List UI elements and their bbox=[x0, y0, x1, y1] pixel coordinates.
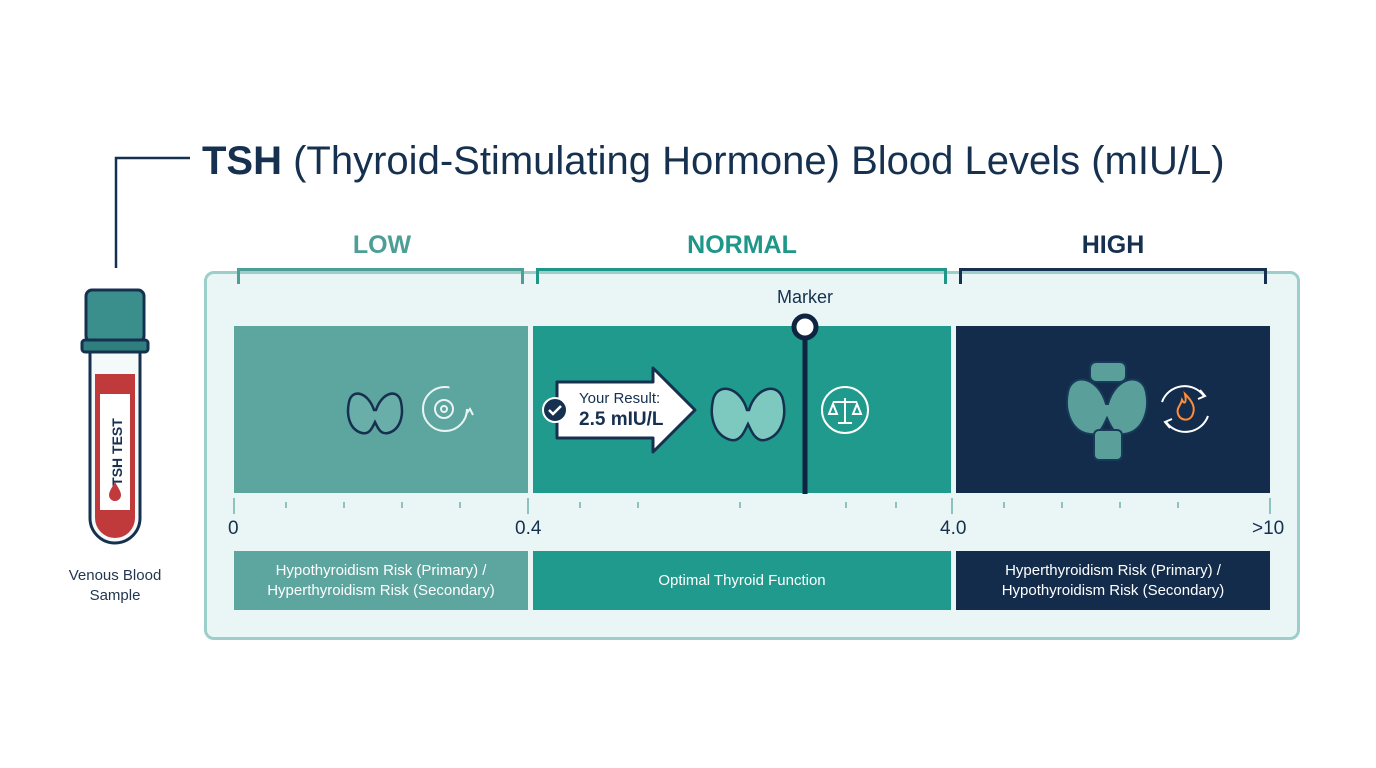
page-title: TSH (Thyroid-Stimulating Hormone) Blood … bbox=[202, 133, 1225, 193]
gauge-slow-icon bbox=[422, 386, 474, 432]
tick-label: 0 bbox=[228, 518, 239, 539]
tick-label: 0.4 bbox=[515, 518, 542, 539]
zone-label-low: LOW bbox=[352, 231, 412, 259]
zone-description-low: Hypothyroidism Risk (Primary) / Hyperthy… bbox=[234, 551, 528, 610]
tick-label: 4.0 bbox=[940, 518, 967, 539]
tick-label: >10 bbox=[1252, 518, 1285, 539]
zone-description-high: Hyperthyroidism Risk (Primary) / Hypothy… bbox=[956, 551, 1270, 610]
result-label: Your Result: bbox=[579, 390, 661, 407]
blood-drop-icon bbox=[109, 482, 121, 501]
flame-cycle-icon bbox=[1161, 385, 1209, 433]
balance-scale-icon bbox=[821, 386, 869, 434]
normal-zone-icons bbox=[710, 386, 869, 442]
check-circle-icon bbox=[542, 397, 568, 423]
low-zone-icons bbox=[346, 386, 474, 435]
bracket-normal bbox=[536, 268, 947, 284]
thyroid-icon bbox=[346, 392, 404, 435]
zone-label-normal: NORMAL bbox=[687, 231, 797, 259]
result-marker bbox=[791, 313, 819, 494]
thyroid-icon bbox=[1066, 361, 1148, 461]
bracket-low bbox=[237, 268, 524, 284]
thyroid-icon bbox=[710, 387, 786, 442]
connector-line bbox=[114, 156, 190, 268]
scale-ticks bbox=[233, 498, 1271, 514]
tube-label: TSH TEST bbox=[109, 418, 125, 486]
result-text: Your Result: 2.5 mIU/L bbox=[579, 389, 689, 432]
zone-label-high: HIGH bbox=[1081, 231, 1145, 259]
title-acronym: TSH bbox=[202, 139, 282, 183]
result-callout bbox=[542, 366, 697, 454]
tube-caption: Venous Blood Sample bbox=[68, 567, 162, 604]
bracket-high bbox=[959, 268, 1267, 284]
high-zone-icons bbox=[1066, 361, 1209, 461]
result-value: 2.5 mIU/L bbox=[579, 409, 664, 430]
marker-label: Marker bbox=[776, 287, 833, 307]
zone-description-normal: Optimal Thyroid Function bbox=[533, 551, 951, 610]
test-tube-icon: TSH TEST bbox=[80, 288, 150, 545]
title-text: (Thyroid-Stimulating Hormone) Blood Leve… bbox=[282, 139, 1225, 183]
